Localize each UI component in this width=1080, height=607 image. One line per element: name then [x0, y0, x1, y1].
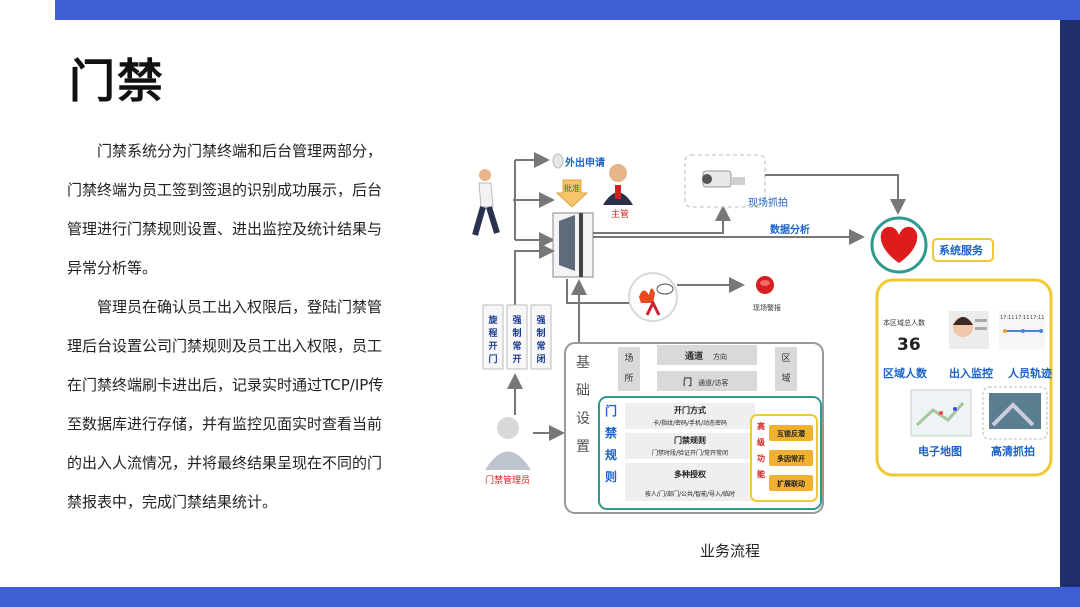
heart-icon — [870, 216, 928, 274]
track-label-0: 17:11 — [1000, 315, 1014, 321]
stats-label: 本区域总人数 — [883, 318, 925, 327]
admin-icon — [485, 417, 531, 470]
open-method-label: 开门方式 — [674, 405, 706, 415]
system-service-label: 系统服务 — [939, 243, 984, 257]
door-visitor-label: 通道/访客 — [698, 378, 728, 387]
track-label-2: 17:11 — [1030, 315, 1044, 321]
gate-icon — [552, 212, 594, 278]
approve-label: 批准 — [564, 183, 580, 193]
diagram-caption: 业务流程 — [700, 542, 761, 560]
right-accent-band — [1060, 20, 1080, 587]
stats-value: 36 — [897, 335, 921, 355]
adv-item-2: 扩展联动 — [777, 479, 805, 488]
door-mode-remote: 旋程开门 — [482, 304, 504, 370]
basic-setup-label: 基础设置 — [576, 354, 590, 455]
map-image — [910, 389, 972, 437]
door-mode-force-open: 强制常开 — [506, 304, 528, 370]
door-mode-force-close: 强制常闭 — [530, 304, 552, 370]
door-mode-force-open-label: 强制常开 — [512, 315, 521, 365]
multi-auth-detail: 按人/门/部门/公共/智能/导入/临时 — [645, 490, 735, 498]
system-service-panel: 本区域总人数 36 17:11 17:11 17:11 区域人数 出入监控 — [875, 278, 1053, 477]
capture-label: 现场抓拍 — [748, 196, 788, 209]
svg-text:高级功能: 高级功能 — [756, 421, 766, 479]
face-monitor-image — [949, 311, 989, 349]
data-analysis-label: 数据分析 — [770, 223, 810, 236]
manager-icon — [603, 164, 633, 205]
paragraph-1: 门禁系统分为门禁终端和后台管理两部分，门禁终端为员工签到签退的识别成功展示，后台… — [67, 142, 383, 277]
advanced-functions-panel: 高级功能 互锁反潜 多因常开 扩展联动 — [750, 414, 818, 502]
camera-node — [684, 154, 766, 208]
open-method-detail: 卡/指纹/密码/手机/动态密码 — [653, 419, 727, 427]
left-margin — [0, 20, 55, 607]
system-service-node: 系统服务 — [932, 238, 994, 262]
channel-label: 通道 — [685, 350, 703, 362]
hd-capture-image — [982, 386, 1048, 440]
alarm-node — [756, 276, 774, 294]
top-margin — [0, 0, 55, 20]
adv-item-0: 互锁反潜 — [777, 429, 806, 438]
access-rules-label: 门禁规则 — [674, 435, 706, 445]
outing-apply-node: 外出申请 — [552, 153, 605, 169]
slide-canvas: 门禁 门禁系统分为门禁终端和后台管理两部分，门禁终端为员工签到签退的识别成功展示… — [55, 20, 1060, 587]
track-label-1: 17:11 — [1015, 315, 1029, 321]
walking-person-icon — [472, 169, 500, 236]
svc-item-1: 出入监控 — [949, 366, 993, 380]
adv-item-1: 多因常开 — [777, 454, 805, 463]
site-alarm-label: 现场警报 — [753, 303, 781, 312]
zone-area-label: 区域 — [781, 353, 790, 384]
fire-alarm-icon — [628, 272, 678, 322]
admin-label: 门禁管理员 — [485, 474, 530, 486]
paragraph-2: 管理员在确认员工出入权限后，登陆门禁管理后台设置公司门禁规则及员工出入权限，员工… — [67, 298, 384, 511]
svc-item-0: 区域人数 — [883, 366, 928, 380]
channel-dir-label: 方向 — [713, 352, 727, 361]
svc-item-4: 高清抓拍 — [991, 444, 1035, 458]
door-label: 门 — [683, 376, 692, 388]
track-image: 17:11 17:11 17:11 — [999, 311, 1045, 349]
top-accent-band — [55, 0, 1080, 20]
door-mode-force-close-label: 强制常闭 — [536, 315, 545, 365]
svg-text:门禁规则: 门禁规则 — [605, 403, 617, 484]
business-flow-diagram: 外出申请 主管 批准 现场抓拍 — [472, 152, 1053, 514]
outing-apply-label: 外出申请 — [564, 156, 605, 169]
svc-item-3: 电子地图 — [918, 444, 962, 458]
door-mode-remote-label: 旋程开门 — [487, 314, 498, 365]
approve-arrow: 批准 — [555, 179, 589, 208]
manager-label: 主管 — [611, 208, 629, 220]
access-rules-detail: 门禁时段/验证开门/常开常闭 — [652, 449, 728, 457]
bottom-accent-band — [0, 587, 1080, 607]
zone-site-label: 场所 — [624, 353, 633, 384]
multi-auth-label: 多种授权 — [674, 469, 707, 479]
svc-item-2: 人员轨迹 — [1008, 366, 1052, 380]
slide-title: 门禁 — [69, 54, 165, 108]
